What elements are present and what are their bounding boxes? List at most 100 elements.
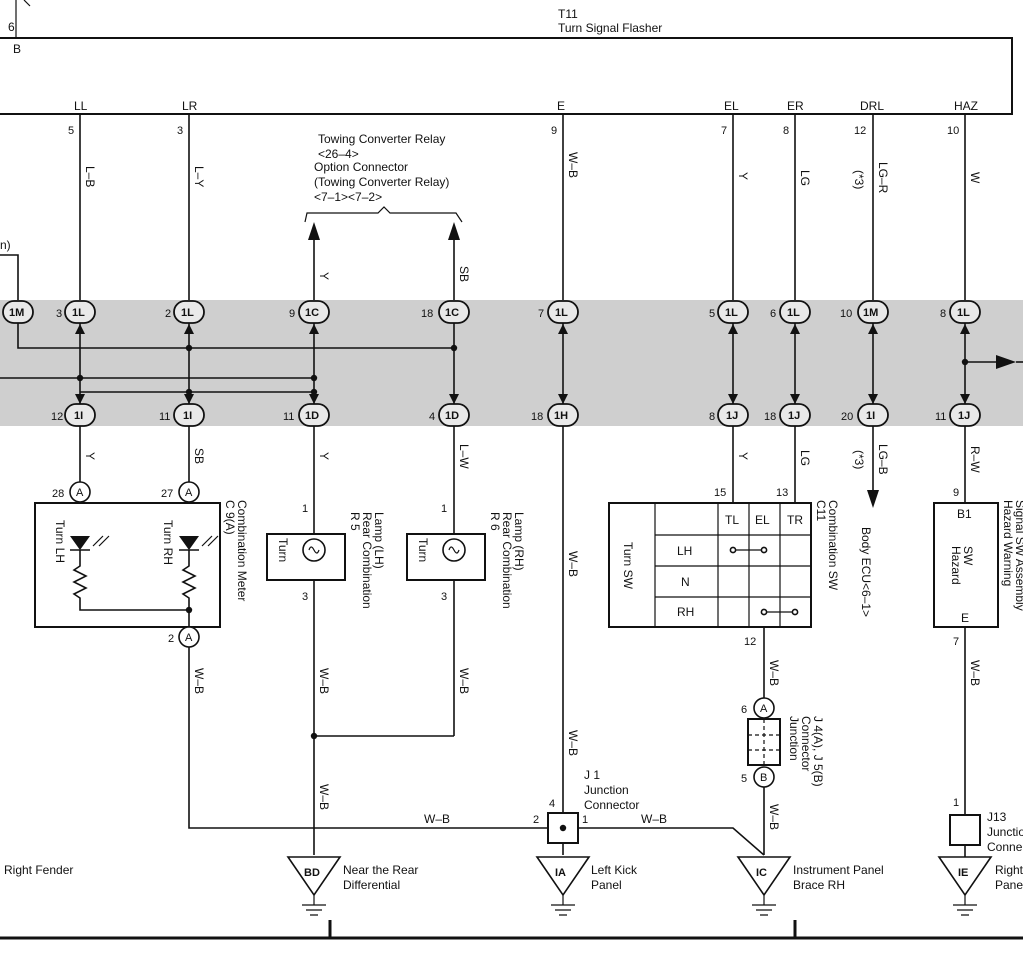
svg-text:L–Y: L–Y <box>192 166 206 187</box>
svg-text:4: 4 <box>429 411 435 423</box>
svg-text:27: 27 <box>161 488 173 500</box>
svg-text:2: 2 <box>533 814 539 826</box>
svg-text:Turn: Turn <box>416 538 430 562</box>
svg-text:1I: 1I <box>866 410 875 422</box>
svg-text:(*3): (*3) <box>852 170 866 189</box>
ground-ia: IA Left Kick Panel <box>535 856 638 916</box>
svg-text:W–B: W–B <box>566 152 580 178</box>
svg-text:1D: 1D <box>445 410 459 422</box>
svg-text:RH: RH <box>677 605 694 619</box>
svg-text:1L: 1L <box>555 307 568 319</box>
svg-text:28: 28 <box>52 488 64 500</box>
svg-text:W–B: W–B <box>767 804 781 830</box>
svg-text:W–B: W–B <box>968 660 982 686</box>
svg-text:1: 1 <box>953 797 959 809</box>
terminal-haz: HAZ <box>954 99 978 113</box>
svg-text:Connector: Connector <box>584 798 639 812</box>
flasher-pin-b-label: B <box>13 42 21 56</box>
svg-text:Turn RH: Turn RH <box>161 520 175 565</box>
page-bottom-frame <box>0 920 1023 940</box>
svg-text:W–B: W–B <box>767 660 781 686</box>
svg-text:1D: 1D <box>305 410 319 422</box>
svg-text:Pane: Pane <box>995 878 1023 892</box>
svg-text:Combination Meter: Combination Meter <box>235 500 249 601</box>
junction-connector-j1: J 1 Junction Connector 4 2 1 W–B W–B W–B <box>424 730 765 856</box>
turn-signal-flasher: T11 Turn Signal Flasher 6 B <box>0 0 1013 115</box>
svg-text:SB: SB <box>192 448 206 464</box>
svg-text:R 5: R 5 <box>348 512 362 531</box>
terminal-er: ER <box>787 99 804 113</box>
svg-text:1C: 1C <box>305 307 319 319</box>
svg-text:1H: 1H <box>554 410 568 422</box>
svg-text:5: 5 <box>741 773 747 785</box>
terminal-e: E <box>557 99 565 113</box>
svg-text:Y: Y <box>317 272 331 280</box>
svg-text:Y: Y <box>736 452 750 460</box>
svg-text:1I: 1I <box>74 410 83 422</box>
svg-text:Junction: Junction <box>584 783 629 797</box>
pin-el: 7 <box>721 125 727 137</box>
svg-text:1L: 1L <box>957 307 970 319</box>
rear-combination-lamp-lh: 1 Turn R 5 Rear Combination Lamp (LH) 3 … <box>266 503 454 855</box>
svg-text:IC: IC <box>756 867 767 879</box>
svg-text:Option Connector: Option Connector <box>314 160 408 174</box>
svg-text:8: 8 <box>940 308 946 320</box>
svg-text:Junction: Junction <box>987 825 1023 839</box>
svg-text:Instrument Panel: Instrument Panel <box>793 863 884 877</box>
lower-connectors: 12 1I 11 1I 11 1D 4 1D 18 1H 8 1J 18 1J … <box>51 403 981 427</box>
svg-text:9: 9 <box>289 308 295 320</box>
connector-band <box>0 300 1023 426</box>
svg-text:1: 1 <box>441 503 447 515</box>
svg-text:LG–B: LG–B <box>876 444 890 475</box>
lower-wires: Y SB Y L–W W–B Y LG LG–B (*3) R–W Body E… <box>79 426 982 813</box>
ground-ic: IC Instrument Panel Brace RH <box>736 856 884 916</box>
svg-text:W: W <box>968 172 982 184</box>
svg-text:Lamp (RH): Lamp (RH) <box>512 512 526 571</box>
svg-text:BD: BD <box>304 867 320 879</box>
svg-text:Panel: Panel <box>591 878 622 892</box>
svg-text:J 4(A), J 5(B): J 4(A), J 5(B) <box>811 716 825 787</box>
flasher-pin-b-number: 6 <box>8 20 15 34</box>
svg-text:C 9(A): C 9(A) <box>223 500 237 535</box>
svg-text:Y: Y <box>736 172 750 180</box>
rear-combination-lamp-rh: 1 Turn R 6 Rear Combination Lamp (RH) 3 … <box>406 503 526 736</box>
ground-bd: BD Near the Rear Differential <box>286 856 418 916</box>
svg-text:<7–1><7–2>: <7–1><7–2> <box>314 190 382 204</box>
svg-text:13: 13 <box>776 487 788 499</box>
svg-text:15: 15 <box>714 487 726 499</box>
svg-text:W–B: W–B <box>424 812 450 826</box>
svg-text:EL: EL <box>755 513 770 527</box>
svg-text:3: 3 <box>56 308 62 320</box>
svg-text:(*3): (*3) <box>852 450 866 469</box>
svg-text:Right: Right <box>995 863 1023 877</box>
svg-text:2: 2 <box>165 308 171 320</box>
svg-text:Brace RH: Brace RH <box>793 878 845 892</box>
svg-text:Turn LH: Turn LH <box>53 520 67 563</box>
flasher-name: T11 <box>558 7 578 21</box>
pin-e: 9 <box>551 125 557 137</box>
junction-connector-j13: 1 J13 Junction Conne <box>949 797 1023 857</box>
svg-text:Towing Converter Relay: Towing Converter Relay <box>318 132 445 146</box>
svg-text:1L: 1L <box>72 307 85 319</box>
terminal-ll: LL <box>74 99 88 113</box>
svg-text:L–B: L–B <box>83 166 97 187</box>
svg-text:1M: 1M <box>863 307 878 319</box>
upper-connectors: 1M 3 1L 2 1L 9 1C 18 1C 7 1L 5 1L 6 1L 1… <box>2 300 981 324</box>
svg-text:8: 8 <box>709 411 715 423</box>
svg-text:L–W: L–W <box>457 444 471 469</box>
svg-text:Hazard Warning: Hazard Warning <box>1001 500 1015 586</box>
svg-text:4: 4 <box>549 798 555 810</box>
svg-text:Conne: Conne <box>987 840 1023 854</box>
svg-text:1: 1 <box>302 503 308 515</box>
body-ecu-label: Body ECU<6–1> <box>859 527 873 617</box>
wire-labels-top: L–B L–Y W–B Y LG LG–R (*3) W <box>83 152 982 194</box>
svg-text:Turn SW: Turn SW <box>621 542 635 590</box>
svg-text:3: 3 <box>441 591 447 603</box>
svg-text:LG: LG <box>798 170 812 186</box>
svg-text:Y: Y <box>83 452 97 460</box>
svg-text:A: A <box>760 703 768 715</box>
svg-text:Signal SW Assembly: Signal SW Assembly <box>1013 500 1023 611</box>
svg-text:SW: SW <box>961 546 975 566</box>
svg-text:W–B: W–B <box>192 668 206 694</box>
